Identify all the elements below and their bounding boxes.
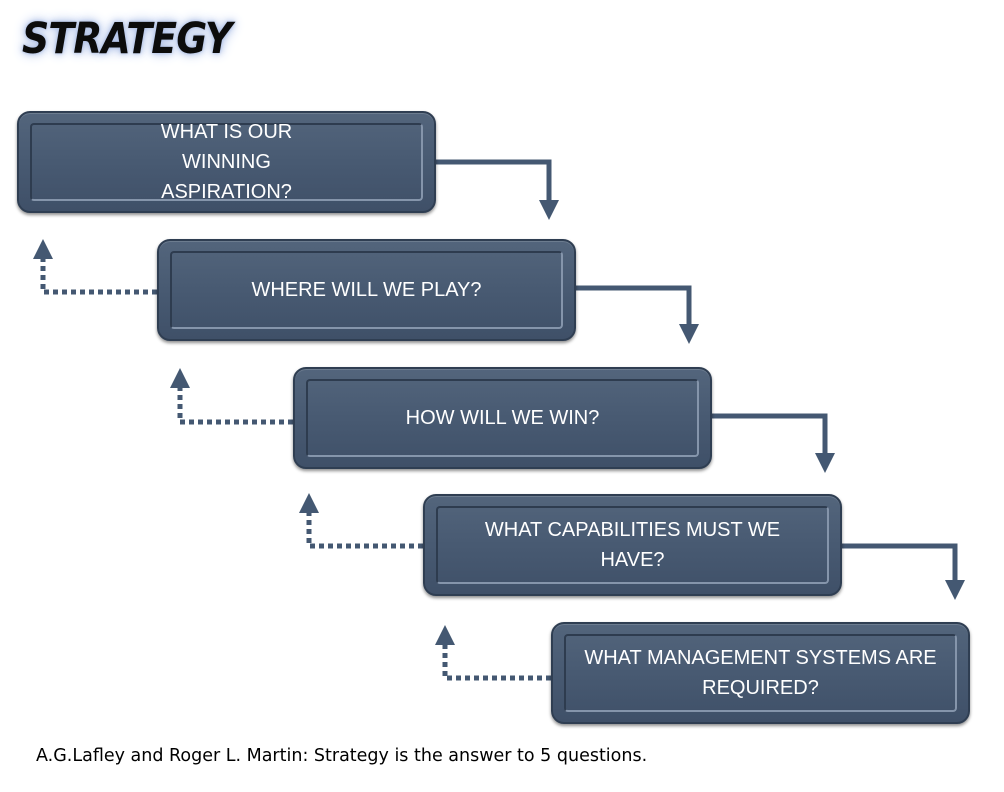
source-caption: A.G.Lafley and Roger L. Martin: Strategy… bbox=[36, 746, 648, 766]
forward-arrow-4 bbox=[842, 543, 965, 600]
feedback-arrow-3 bbox=[299, 493, 423, 549]
step-label: HOW WILL WE WIN? bbox=[306, 379, 699, 457]
feedback-arrow-1 bbox=[33, 239, 157, 295]
page-title: STRATEGY bbox=[22, 14, 232, 64]
step-capabilities: WHAT CAPABILITIES MUST WE HAVE? bbox=[423, 494, 842, 596]
forward-arrow-2 bbox=[576, 285, 699, 344]
step-label: WHAT IS OUR WINNING ASPIRATION? bbox=[30, 121, 423, 203]
step-where-to-play: WHERE WILL WE PLAY? bbox=[157, 239, 576, 341]
forward-arrow-1 bbox=[436, 159, 559, 220]
step-label: WHAT MANAGEMENT SYSTEMS ARE REQUIRED? bbox=[564, 634, 957, 712]
feedback-arrow-2 bbox=[170, 368, 293, 425]
forward-arrow-3 bbox=[712, 413, 835, 473]
step-how-to-win: HOW WILL WE WIN? bbox=[293, 367, 712, 469]
step-label: WHERE WILL WE PLAY? bbox=[170, 251, 563, 329]
step-label: WHAT CAPABILITIES MUST WE HAVE? bbox=[436, 506, 829, 584]
step-winning-aspiration: WHAT IS OUR WINNING ASPIRATION? bbox=[17, 111, 436, 213]
feedback-arrow-4 bbox=[435, 625, 551, 681]
step-management-systems: WHAT MANAGEMENT SYSTEMS ARE REQUIRED? bbox=[551, 622, 970, 724]
